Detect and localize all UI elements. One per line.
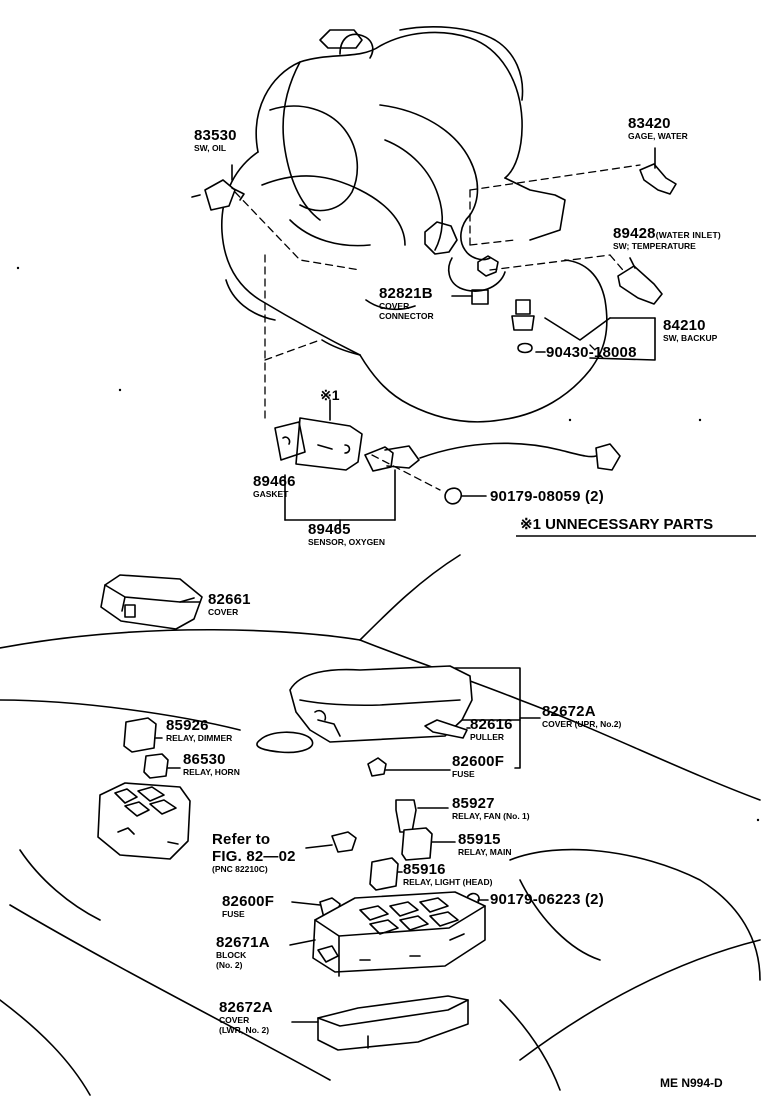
relay-horn-86530 [143, 753, 181, 779]
cover-lower-82672 [291, 995, 469, 1051]
part-description: GASKET [253, 489, 289, 499]
connector-cover-82821 [451, 289, 489, 305]
cover-upper-82672 [289, 665, 541, 769]
part-description: COVER (UPR, No.2) [542, 719, 622, 729]
part-description: SW, BACKUP [663, 333, 718, 343]
part-description: BLOCK [216, 950, 247, 960]
label-90430: 90430-18008 [546, 345, 637, 360]
relay-main-85915 [401, 827, 456, 861]
part-number: 83530 [194, 127, 237, 144]
label-82821b: 82821B COVER CONNECTOR [379, 286, 434, 320]
label-85916: 85916 RELAY, LIGHT (HEAD) [403, 862, 492, 887]
fuse-82600f-upper [367, 757, 451, 777]
relay-dimmer-85926 [123, 717, 314, 754]
cover-82661 [100, 574, 203, 630]
drawing-code: ME N994-D [660, 1076, 723, 1090]
part-number: 82616 [470, 716, 513, 733]
label-85927: 85927 RELAY, FAN (No. 1) [452, 796, 530, 821]
label-82600f-upper: 82600F FUSE [452, 754, 504, 779]
label-refer-to: Refer to FIG. 82—02 (PNC 82210C) [212, 832, 296, 874]
label-84210: 84210 SW, BACKUP [663, 318, 717, 343]
part-description: PULLER [470, 732, 504, 742]
part-description: RELAY, DIMMER [166, 733, 233, 743]
label-82672a-upper: 82672A COVER (UPR, No.2) [542, 704, 621, 729]
refer-line-1: Refer to [212, 831, 271, 848]
water-gauge-83420 [639, 147, 677, 195]
part-description: COVER [208, 607, 239, 617]
part-description: FUSE [222, 909, 245, 919]
part-number: 85926 [166, 717, 209, 734]
refer-pnc: (PNC 82210C) [212, 864, 268, 874]
label-89465: 89465 SENSOR, OXYGEN [308, 522, 385, 547]
part-number: 90179-08059 (2) [490, 488, 604, 505]
label-90179-08059: 90179-08059 (2) [490, 489, 604, 504]
mark-1: ※1 [320, 387, 340, 403]
part-description: RELAY, HORN [183, 767, 240, 777]
temp-switch-89428 [617, 257, 663, 305]
label-82672a-lower: 82672A COVER (LWR, No. 2) [219, 1000, 273, 1034]
part-description: GAGE, WATER [628, 131, 688, 141]
label-82616: 82616 PULLER [470, 717, 513, 742]
part-number: 82600F [222, 893, 275, 910]
part-number: 84210 [663, 317, 706, 334]
label-85926: 85926 RELAY, DIMMER [166, 718, 232, 743]
part-number: 85916 [403, 861, 446, 878]
refer-line-2: FIG. 82—02 [212, 848, 296, 865]
stray-dots [16, 266, 760, 822]
label-83420: 83420 GAGE, WATER [628, 116, 688, 141]
part-description: SW; TEMPERATURE [613, 241, 696, 251]
label-89466: 89466 GASKET [253, 474, 296, 499]
part-number: 82661 [208, 591, 251, 608]
part-description: SW, OIL [194, 143, 227, 153]
part-description: (No. 2) [216, 959, 243, 970]
part-number: 89428(WATER INLET) [613, 225, 721, 242]
part-number: 89465 [308, 521, 351, 538]
relay-block-82671 [289, 891, 486, 977]
label-89428: 89428(WATER INLET) SW; TEMPERATURE [613, 226, 721, 251]
unnecessary-parts-note: ※1 UNNECESSARY PARTS [520, 516, 714, 533]
part-number: 82671A [216, 934, 270, 951]
label-82671a: 82671A BLOCK (No. 2) [216, 935, 270, 969]
part-description: SENSOR, OXYGEN [308, 537, 385, 547]
label-90179-06223: 90179-06223 (2) [490, 892, 604, 907]
part-number: 90179-06223 (2) [490, 891, 604, 908]
part-description: RELAY, MAIN [458, 847, 512, 857]
label-85915: 85915 RELAY, MAIN [458, 832, 512, 857]
puller-82616 [424, 719, 471, 739]
label-82600f-lower: 82600F FUSE [222, 894, 274, 919]
part-description: CONNECTOR [379, 310, 434, 321]
part-number: 83420 [628, 115, 671, 132]
part-number: 82600F [452, 753, 505, 770]
part-number: 85915 [458, 831, 501, 848]
label-82661: 82661 COVER [208, 592, 251, 617]
part-number: 82672A [219, 999, 273, 1016]
part-number: 90430-18008 [546, 344, 637, 361]
part-description: RELAY, FAN (No. 1) [452, 811, 530, 821]
part-number: 89466 [253, 473, 296, 490]
relay-headlight-85916 [369, 857, 403, 891]
oil-switch-83530 [191, 164, 245, 211]
oxygen-sensor-assembly [274, 399, 621, 529]
car-body-outline [0, 554, 761, 1096]
refer-part [305, 831, 357, 853]
label-86530: 86530 RELAY, HORN [183, 752, 240, 777]
engine-leader-lines [234, 164, 641, 491]
part-number: 86530 [183, 751, 226, 768]
part-description: RELAY, LIGHT (HEAD) [403, 877, 493, 887]
part-number: 82672A [542, 703, 596, 720]
part-number: 82821B [379, 285, 433, 302]
label-83530: 83530 SW, OIL [194, 128, 237, 153]
junction-block-left [97, 782, 191, 860]
part-description: (LWR, No. 2) [219, 1024, 270, 1035]
part-description: FUSE [452, 769, 475, 779]
part-description: COVER [379, 301, 410, 311]
part-number: 85927 [452, 795, 495, 812]
backup-switch-84210 [511, 299, 656, 361]
part-description: COVER [219, 1015, 250, 1025]
